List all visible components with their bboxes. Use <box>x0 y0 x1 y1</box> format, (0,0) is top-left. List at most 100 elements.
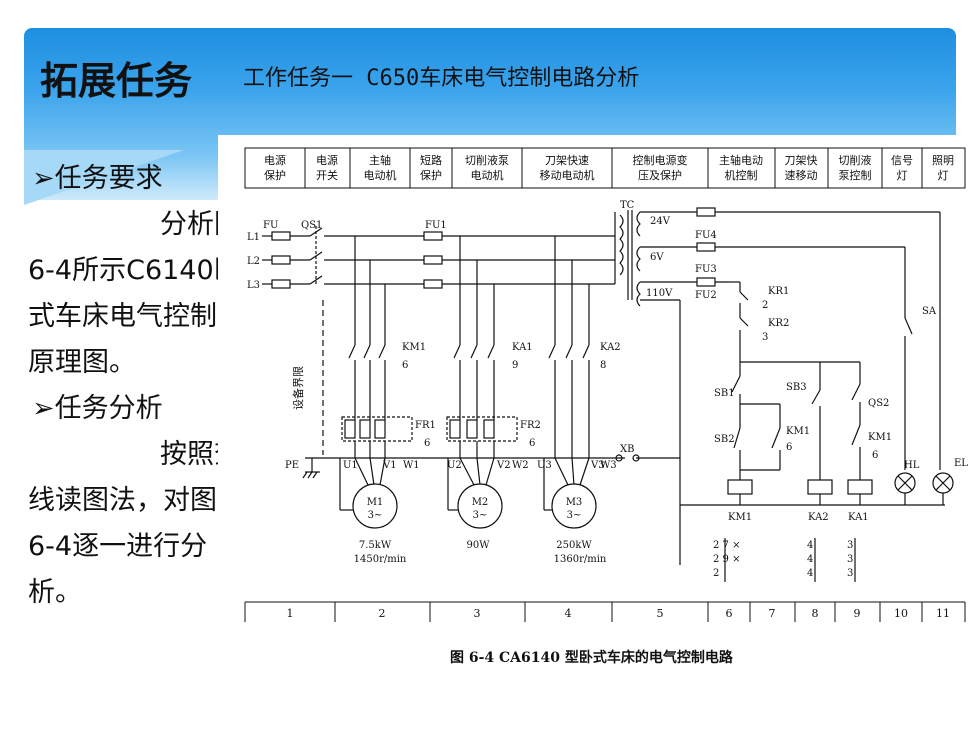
label-ka2-num: 8 <box>600 360 606 371</box>
column-number: 10 <box>894 607 908 620</box>
page-subtitle: 工作任务一 C650车床电气控制电路分析 <box>243 66 640 91</box>
label-fu1: FU1 <box>425 220 447 231</box>
column-number: 11 <box>936 607 950 620</box>
label-l1: L1 <box>247 232 260 243</box>
motor-m2 <box>457 483 503 529</box>
label-coil-ka1: KA1 <box>848 512 869 523</box>
requirement-heading: ➢任务要求 <box>32 163 163 194</box>
column-number: 6 <box>726 607 733 620</box>
requirement-line: 式车床电气控制 <box>28 301 217 332</box>
analysis-heading: ➢任务分析 <box>32 393 163 424</box>
motor-m1 <box>352 483 398 529</box>
label-6v: 6V <box>650 252 664 263</box>
header-cell: 灯 <box>897 169 908 182</box>
diagram-panel <box>218 135 970 625</box>
label-v2: V2 <box>496 460 511 471</box>
label-kr2-num: 3 <box>762 332 768 343</box>
label-km1-aux-num: 6 <box>786 442 792 453</box>
header-cell: 照明 <box>932 154 954 167</box>
analysis-line: 线读图法，对图 <box>28 485 217 516</box>
label-sb1: SB1 <box>714 388 735 399</box>
header-cell: 保护 <box>420 168 442 182</box>
contact-table-km1-row: 2 9 × <box>713 554 740 565</box>
header-cell: 速移动 <box>785 169 818 182</box>
label-kr1: KR1 <box>768 286 789 297</box>
label-m2-power: 90W <box>466 540 490 551</box>
label-coil-km1: KM1 <box>728 512 752 523</box>
label-m1-speed: 1450r/min <box>354 554 407 565</box>
label-sb3: SB3 <box>786 382 807 393</box>
label-kr1-num: 2 <box>762 300 768 311</box>
contact-table-ka1-row: 3 <box>847 540 853 551</box>
header-cell: 机控制 <box>725 168 758 182</box>
header-cell: 泵控制 <box>839 168 872 182</box>
requirement-line: 6-4所示C6140卧 <box>28 255 241 286</box>
contact-table-km1-row: 2 <box>713 568 719 579</box>
label-m3-phase: 3~ <box>567 510 582 521</box>
label-fu: FU <box>263 220 278 231</box>
header-cell: 主轴 <box>369 153 391 167</box>
label-km1-aux: KM1 <box>786 426 810 437</box>
label-xb: XB <box>620 444 634 455</box>
column-number: 7 <box>769 607 776 620</box>
label-w1: W1 <box>403 460 420 471</box>
label-qs1: QS1 <box>301 220 322 231</box>
label-ka1-num: 9 <box>512 360 518 371</box>
contact-table-ka2-row: 4 <box>807 568 813 579</box>
label-l2: L2 <box>247 256 260 267</box>
label-w2: W2 <box>512 460 529 471</box>
label-fu3: FU3 <box>695 264 717 275</box>
column-number: 9 <box>854 607 861 620</box>
coil-km1 <box>727 479 753 495</box>
label-km1-aux2: KM1 <box>868 432 892 443</box>
label-qs2: QS2 <box>868 398 889 409</box>
header-cell: 信号 <box>891 154 913 167</box>
header-cell: 切削液泵 <box>465 153 509 167</box>
label-km1-aux2-num: 6 <box>872 450 878 461</box>
header-cell: 短路 <box>420 153 442 167</box>
label-tc: TC <box>620 200 635 211</box>
label-m3-speed: 1360r/min <box>554 554 607 565</box>
header-cell: 电源 <box>316 153 338 167</box>
header-cell: 灯 <box>938 169 949 182</box>
label-fu4: FU4 <box>695 230 717 241</box>
header-cell: 电动机 <box>364 168 397 182</box>
column-number: 4 <box>565 607 572 620</box>
label-w3: W3 <box>600 460 617 471</box>
header-cell: 主轴电动 <box>719 153 763 167</box>
analysis-line: 析。 <box>28 577 82 608</box>
coil-ka1 <box>847 479 873 495</box>
main-power-circuit <box>262 226 680 529</box>
label-m2: M2 <box>472 497 489 508</box>
label-m1-phase: 3~ <box>368 510 383 521</box>
label-km1-num: 6 <box>402 360 408 371</box>
label-kr2: KR2 <box>768 318 789 329</box>
header-cell: 控制电源变 <box>633 153 688 167</box>
header-cell: 开关 <box>316 168 338 182</box>
label-m2-phase: 3~ <box>473 510 488 521</box>
label-sa: SA <box>922 306 937 317</box>
label-l3: L3 <box>247 280 260 291</box>
column-number: 5 <box>657 607 664 620</box>
label-m3: M3 <box>566 497 583 508</box>
label-hl: HL <box>904 460 920 471</box>
label-el: EL <box>954 458 968 469</box>
label-sb2: SB2 <box>714 434 735 445</box>
header-cell: 刀架快 <box>785 154 818 167</box>
page-title: 拓展任务 <box>40 58 193 103</box>
control-circuit <box>614 207 954 582</box>
label-ka1: KA1 <box>512 342 533 353</box>
label-110v: 110V <box>646 288 673 299</box>
contact-table-ka2-row: 4 <box>807 554 813 565</box>
label-fr2-num: 6 <box>529 438 535 449</box>
contact-table-ka2-row: 4 <box>807 540 813 551</box>
motor-m3 <box>551 483 597 529</box>
label-fr2: FR2 <box>520 420 541 431</box>
label-coil-ka2: KA2 <box>808 512 829 523</box>
header-cell: 切削液 <box>839 153 872 167</box>
label-ka2: KA2 <box>600 342 621 353</box>
column-number: 2 <box>379 607 386 620</box>
column-number: 1 <box>287 607 294 620</box>
coil-ka2 <box>807 479 833 495</box>
